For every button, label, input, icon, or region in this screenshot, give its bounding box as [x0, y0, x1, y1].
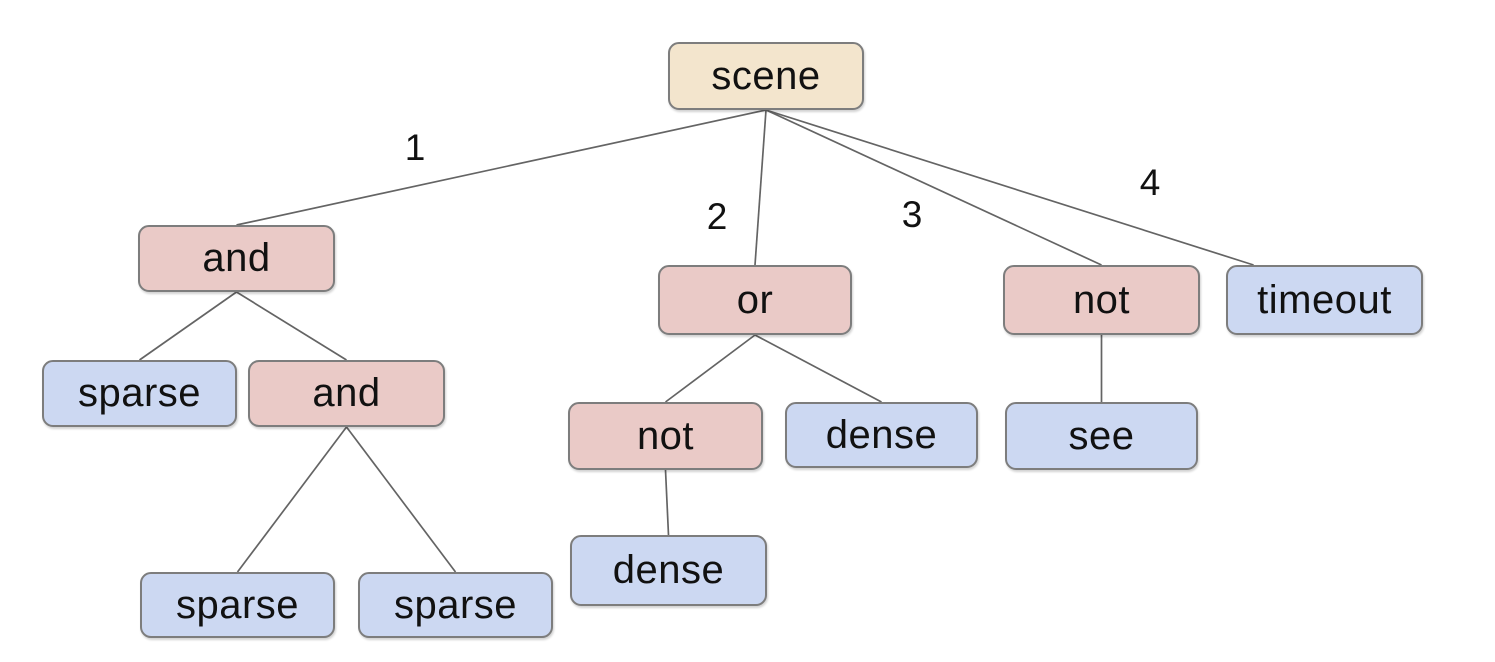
- edge-label-3: 3: [901, 194, 923, 235]
- tree-edge-and2-sparseBR: [345, 426, 457, 573]
- tree-node-timeout: timeout: [1226, 265, 1423, 335]
- tree-node-denseMid: dense: [785, 402, 978, 468]
- tree-node-denseBot: dense: [570, 535, 767, 606]
- tree-edge-scene-timeout: [765, 109, 1254, 266]
- tree-edge-scene-not3: [765, 109, 1102, 266]
- tree-edge-scene-or1: [754, 109, 767, 266]
- edge-label-4: 4: [1139, 162, 1161, 203]
- tree-node-sparseBR: sparse: [358, 572, 553, 638]
- tree-node-not3: not: [1003, 265, 1200, 335]
- tree-node-notMid: not: [568, 402, 763, 470]
- tree-edge-and1-and2: [236, 291, 347, 361]
- tree-node-and1: and: [138, 225, 335, 292]
- tree-node-sparseBL: sparse: [140, 572, 335, 638]
- edge-label-1: 1: [404, 127, 426, 168]
- tree-node-or1: or: [658, 265, 852, 335]
- tree-node-and2: and: [248, 360, 445, 427]
- tree-edge-scene-and1: [236, 109, 767, 226]
- tree-edge-and2-sparseBL: [236, 426, 348, 573]
- tree-edge-or1-notMid: [664, 334, 756, 403]
- edge-label-2: 2: [706, 196, 728, 237]
- tree-node-see: see: [1005, 402, 1198, 470]
- tree-node-scene: scene: [668, 42, 864, 110]
- tree-edge-or1-denseMid: [754, 334, 882, 403]
- tree-edge-notMid-denseBot: [664, 469, 670, 536]
- tree-node-sparse1: sparse: [42, 360, 237, 427]
- tree-edge-and1-sparse1: [139, 291, 237, 361]
